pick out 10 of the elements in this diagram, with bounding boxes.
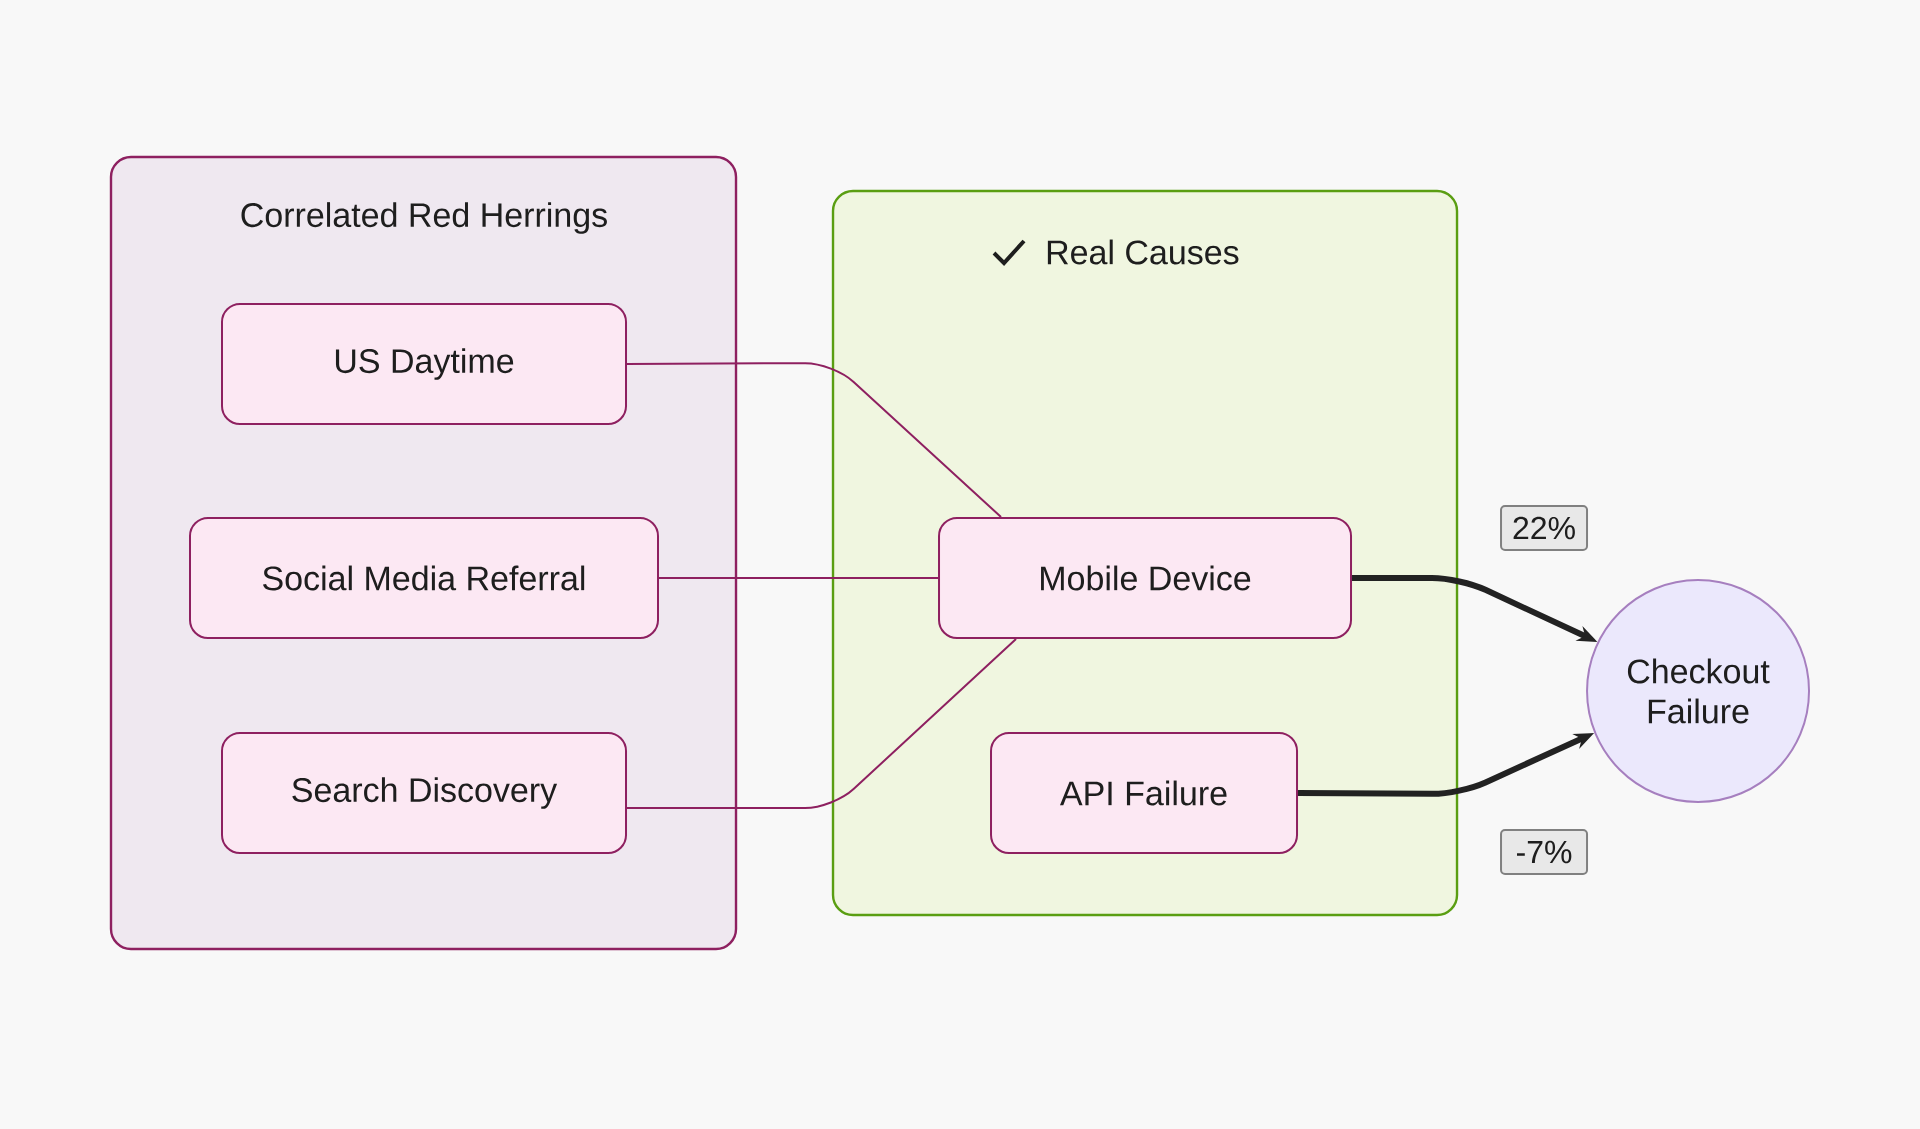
cause-box: Social Media Referral	[189, 517, 659, 639]
cause-box: Mobile Device	[938, 517, 1352, 639]
connector-line	[658, 577, 939, 579]
cause-box: Search Discovery	[221, 732, 627, 854]
cause-box: API Failure	[990, 732, 1298, 854]
cause-box: US Daytime	[221, 303, 627, 425]
connector-line	[626, 638, 1017, 809]
edge-label: 22%	[1500, 505, 1589, 551]
connector-line	[626, 362, 1002, 518]
edge-label: -7%	[1500, 829, 1589, 875]
